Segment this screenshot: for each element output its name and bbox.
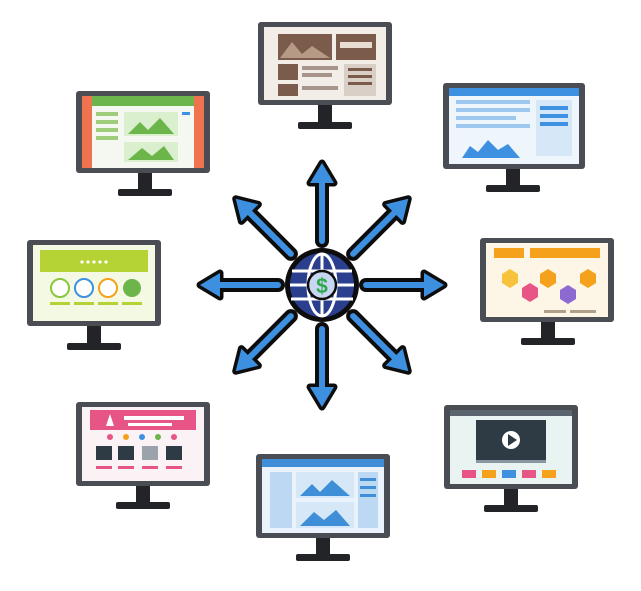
arrow-right-icon <box>359 269 448 301</box>
arrow-down-right-icon <box>346 309 412 375</box>
monitor-bottom-right <box>444 405 578 512</box>
monitor-left <box>27 240 161 350</box>
arrow-left-icon <box>196 269 285 301</box>
monitor-right <box>480 238 614 345</box>
monitor-top-left <box>76 91 210 196</box>
arrows-group <box>196 159 448 411</box>
arrow-up-icon <box>306 159 338 248</box>
arrow-up-left-icon <box>232 195 298 261</box>
monitor-top <box>258 22 392 129</box>
monitor-bottom-left <box>76 402 210 509</box>
arrow-down-icon <box>306 322 338 411</box>
monitor-bottom <box>256 454 390 561</box>
dollar-badge <box>306 269 338 301</box>
central-hub: $ <box>285 248 359 322</box>
arrow-up-right-icon <box>346 195 412 261</box>
monitor-top-right <box>443 83 585 192</box>
arrow-down-left-icon <box>232 309 298 375</box>
dollar-symbol: $ <box>316 275 328 298</box>
